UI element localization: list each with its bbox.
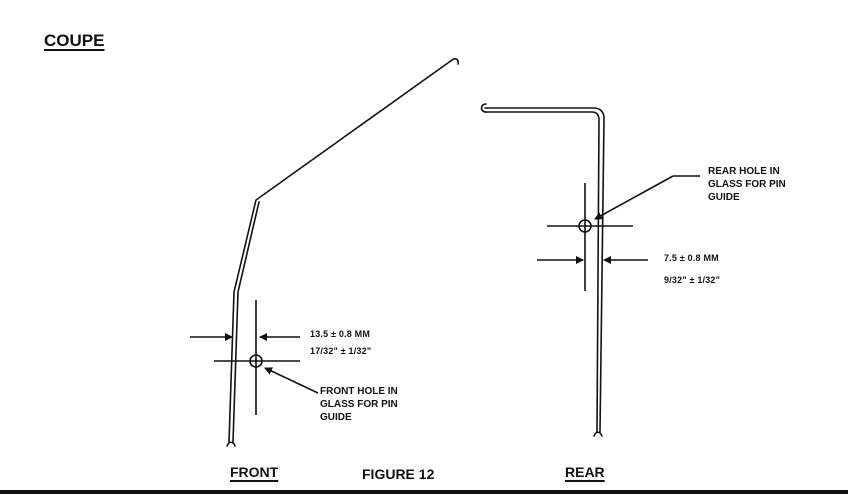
rear-channel-inner	[484, 111, 600, 433]
front-note: FRONT HOLE IN GLASS FOR PIN GUIDE	[320, 385, 440, 424]
rear-note-line: GLASS FOR PIN	[708, 179, 786, 190]
rear-note-leader-angled	[594, 175, 674, 220]
front-note-line: FRONT HOLE IN	[320, 386, 398, 397]
rear-channel-bottom-hook	[593, 431, 603, 437]
front-dimension-in: 17/32" ± 1/32"	[310, 346, 372, 356]
page-title: COUPE	[44, 31, 105, 50]
figure-caption: FIGURE 12	[362, 466, 435, 482]
rear-dimension-mm: 7.5 ± 0.8 MM	[664, 253, 719, 263]
front-note-line: GLASS FOR PIN	[320, 399, 398, 410]
rear-channel-top-hook	[480, 103, 487, 113]
rear-crosshair	[547, 183, 633, 291]
front-note-line: GUIDE	[320, 412, 352, 423]
front-channel-inner	[232, 201, 260, 443]
rear-channel-outline	[484, 107, 605, 433]
rear-note: REAR HOLE IN GLASS FOR PIN GUIDE	[708, 165, 828, 204]
front-channel-outline	[228, 57, 459, 443]
front-dimension-arrows	[190, 333, 319, 394]
front-channel-bottom-hook	[226, 441, 236, 447]
rear-pin-hole	[578, 219, 592, 233]
rear-note-line: GUIDE	[708, 192, 740, 203]
front-crosshair	[214, 300, 300, 415]
front-note-leader	[264, 367, 319, 394]
front-pin-hole	[249, 354, 263, 368]
rear-channel	[480, 103, 605, 437]
front-dimension-mm: 13.5 ± 0.8 MM	[310, 329, 371, 339]
rear-dimension-in: 9/32" ± 1/32"	[664, 275, 721, 285]
rear-dimension-arrows	[537, 175, 700, 264]
bottom-rule	[0, 490, 848, 494]
front-channel	[226, 57, 459, 447]
rear-note-line: REAR HOLE IN	[708, 166, 780, 177]
front-caption: FRONT	[230, 464, 279, 480]
rear-caption: REAR	[565, 464, 605, 480]
